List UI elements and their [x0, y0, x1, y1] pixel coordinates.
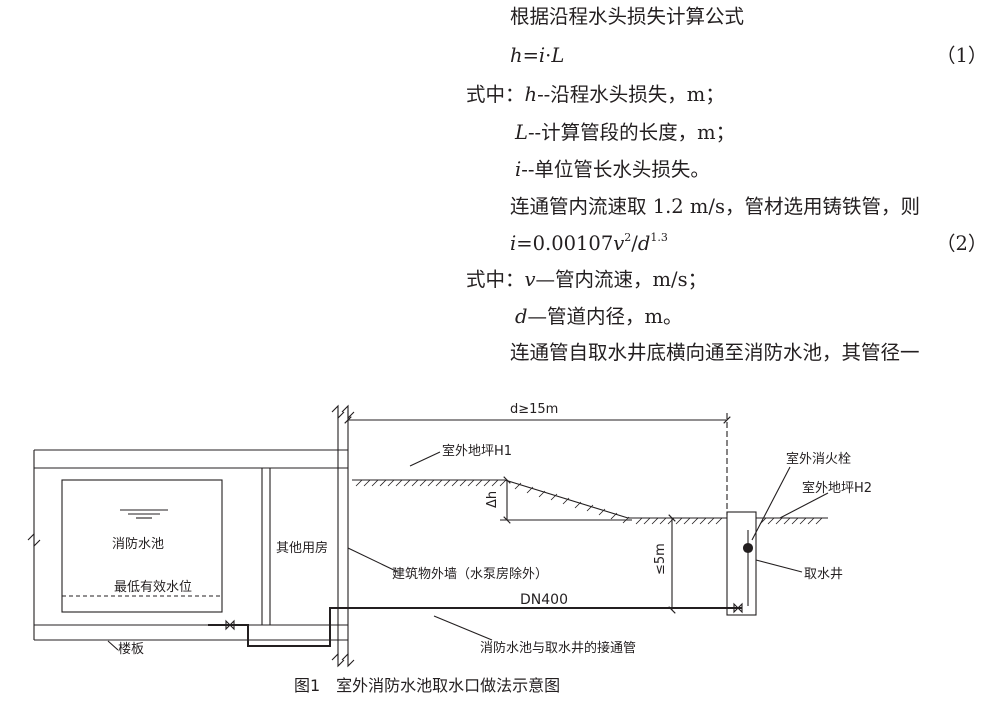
wall-break-bottom: [331, 652, 355, 668]
pool-label: 消防水池: [112, 536, 164, 552]
pipe-size-label: DN400: [520, 592, 568, 608]
eq1-dot: ·: [545, 44, 552, 67]
eq2-coef: =0.00107: [516, 232, 614, 255]
equation-1: h=i·L: [510, 46, 564, 66]
def-d-symbol: d: [515, 305, 528, 328]
equation-2: i=0.00107v2/d1.3: [510, 231, 668, 255]
wall-label: 建筑物外墙（水泵房除外）: [392, 566, 548, 582]
left-break-mark: [27, 532, 41, 548]
eq2-d-exp: 1.3: [650, 231, 668, 244]
delta-h-label: Δh: [485, 491, 500, 508]
eq2-slash: /: [631, 232, 638, 255]
ground-hatch: [355, 479, 823, 525]
eq1-i: i: [538, 44, 546, 67]
ground-h1-label: 室外地坪H1: [442, 443, 512, 459]
definition-d: d—管道内径，m。: [515, 307, 682, 327]
eq1-L: L: [551, 44, 565, 67]
definition-L: L--计算管段的长度，m；: [515, 123, 735, 143]
figure-caption: 图1 室外消防水池取水口做法示意图: [294, 676, 561, 695]
depth-label: ≤5m: [653, 543, 668, 575]
connector-label: 消防水池与取水井的接通管: [480, 640, 636, 656]
other-room-label: 其他用房: [276, 540, 328, 556]
definition-h: 式中：h--沿程水头损失，m；: [466, 85, 725, 105]
intake-well: [726, 511, 757, 616]
intro-line: 根据沿程水头损失计算公式: [510, 5, 745, 28]
eq1-h: h: [510, 44, 523, 67]
hydrant-valve: [742, 542, 754, 554]
intake-diagram: d≥15m 室外地坪H1 Δh 室外消火栓 室外地坪H2 消防水池 其他用房 建…: [27, 402, 872, 668]
slab-label: 楼板: [118, 642, 144, 657]
hydrant-leader: [751, 466, 791, 541]
definition-i: i--单位管长水头损失。: [515, 160, 710, 180]
eq2-v: v: [613, 232, 625, 255]
definition-v: 式中：v—管内流速，m/s；: [466, 270, 707, 290]
def-v-symbol: v: [524, 268, 536, 291]
ground-h2-label: 室外地坪H2: [802, 480, 872, 496]
wall-leader: [347, 547, 399, 573]
connecting-pipe: [208, 607, 742, 647]
pipe-valve-left: [225, 619, 235, 631]
eq2-v-exp: 2: [624, 231, 632, 244]
eq1-equals: =: [522, 44, 539, 67]
slope-line: [504, 479, 629, 519]
wall-break-top: [331, 404, 355, 420]
pipe-line-text: 连通管自取水井底横向通至消防水池，其管径一: [510, 341, 920, 364]
hydrant-label: 室外消火栓: [786, 451, 851, 467]
dim-top-label: d≥15m: [510, 402, 558, 417]
h1-leader: [409, 451, 441, 467]
equation-2-number: （2）: [936, 232, 988, 255]
eq2-i: i: [510, 232, 517, 255]
def-i-symbol: i: [515, 158, 522, 181]
equation-1-number: （1）: [936, 44, 988, 67]
def-L-text: --计算管段的长度，m；: [527, 121, 736, 144]
slab-leader: [107, 640, 119, 651]
def-v-prefix: 式中：: [466, 268, 525, 291]
def-h-text: --沿程水头损失，m；: [537, 83, 725, 106]
def-L-symbol: L: [515, 121, 528, 144]
eq2-d: d: [637, 232, 651, 255]
min-level-label: 最低有效水位: [114, 580, 192, 595]
well-leader: [755, 559, 803, 573]
def-h-prefix: 式中：: [466, 83, 525, 106]
pipe-valve-right: [733, 602, 743, 614]
def-d-text: —管道内径，m。: [527, 305, 683, 328]
def-v-text: —管内流速，m/s；: [535, 268, 708, 291]
well-label: 取水井: [804, 567, 843, 582]
pool-tank: [61, 479, 223, 613]
def-i-text: --单位管长水头损失。: [521, 158, 710, 181]
pipe-leader: [433, 615, 493, 641]
def-h-symbol: h: [524, 83, 538, 106]
h2-leader: [779, 492, 829, 519]
velocity-line: 连通管内流速取 1.2 m/s，管材选用铸铁管，则: [510, 195, 920, 218]
